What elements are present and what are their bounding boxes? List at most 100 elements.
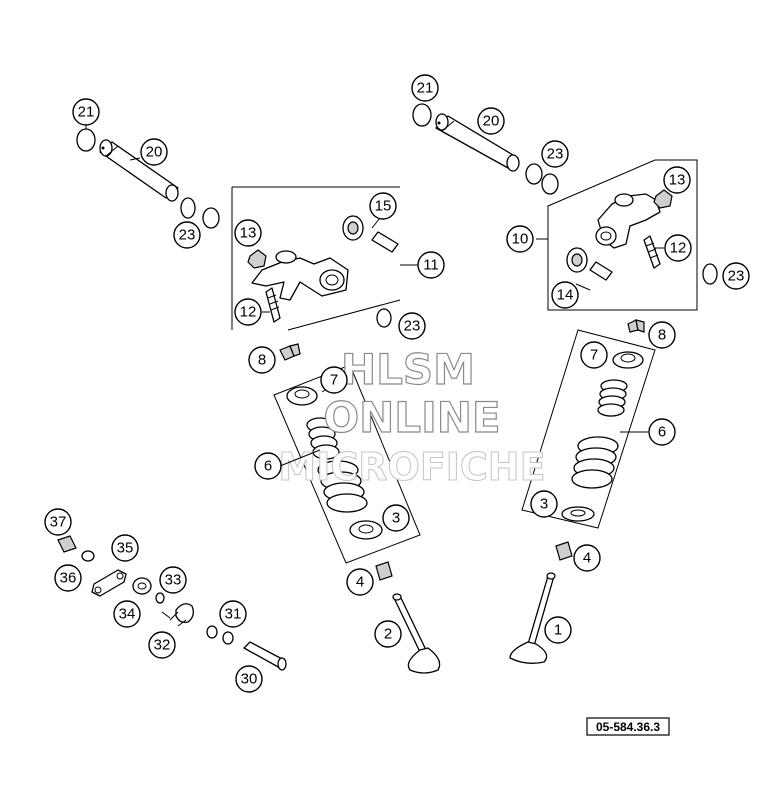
cotters-8-left (279, 343, 301, 361)
spring-seat-3-right (561, 506, 595, 522)
svg-text:8: 8 (258, 352, 266, 369)
svg-text:6: 6 (264, 458, 272, 475)
valve-spring-6-right (571, 379, 628, 489)
callout-2: 2 (374, 620, 402, 648)
left-shaft-group (76, 128, 418, 331)
svg-text:23: 23 (728, 268, 745, 285)
valve-seal-4-right (555, 541, 573, 561)
callout-37: 37 (44, 508, 72, 536)
svg-text:33: 33 (165, 572, 182, 589)
callout-35: 35 (111, 534, 139, 562)
callout-23-right-b: 23 (722, 262, 750, 290)
watermark-line-3: MICROFICHE (278, 445, 545, 489)
svg-text:23: 23 (404, 318, 421, 335)
spring-retainer-7-right (612, 351, 644, 369)
callout-20-left: 20 (140, 138, 168, 166)
spring-seat-3-left (349, 520, 383, 540)
right-valve-group (509, 319, 656, 664)
svg-text:10: 10 (512, 231, 529, 248)
callout-12-right: 12 (664, 234, 692, 262)
callout-14: 14 (551, 281, 579, 309)
svg-text:20: 20 (483, 113, 500, 130)
callouts: 21 20 23 15 13 11 12 23 8 7 6 3 4 2 21 2… (44, 74, 750, 693)
callout-23-right-a: 23 (541, 140, 569, 168)
reference-code-box: 05-584.36.3 (586, 717, 670, 736)
callout-33: 33 (159, 566, 187, 594)
right-shaft-group (412, 103, 718, 311)
nut-13-right (653, 189, 673, 209)
callout-3-right: 3 (530, 490, 558, 518)
o-ring-23-left-b (202, 207, 220, 229)
callout-6-left: 6 (254, 452, 282, 480)
callout-8-left: 8 (248, 346, 276, 374)
svg-text:13: 13 (669, 172, 686, 189)
callout-4-left: 4 (346, 568, 374, 596)
washer-36 (81, 550, 95, 562)
svg-text:1: 1 (554, 622, 562, 639)
callout-23-left-a: 23 (173, 221, 201, 249)
svg-text:6: 6 (658, 424, 666, 441)
o-ring-31-b (222, 631, 234, 645)
svg-text:2: 2 (384, 626, 392, 643)
svg-text:15: 15 (375, 198, 392, 215)
svg-text:21: 21 (78, 104, 95, 121)
callout-7-right: 7 (580, 341, 608, 369)
callout-36: 36 (54, 564, 82, 592)
rocker-shaft-20-right (435, 113, 520, 172)
roller-14 (566, 247, 613, 281)
callout-34: 34 (113, 600, 141, 628)
svg-text:13: 13 (240, 225, 257, 242)
callout-12-left: 12 (234, 298, 262, 326)
reference-code: 05-584.36.3 (596, 720, 660, 734)
callout-1: 1 (544, 616, 572, 644)
decompressor-group (57, 535, 287, 671)
svg-text:4: 4 (583, 550, 591, 567)
callout-7-left: 7 (320, 366, 348, 394)
circlip-33 (155, 592, 165, 604)
callout-21-right: 21 (411, 74, 439, 102)
o-ring-23-left-c (376, 308, 392, 328)
svg-text:23: 23 (547, 146, 564, 163)
intake-valve-1 (509, 572, 556, 664)
watermark-line-2: ONLINE (323, 393, 500, 442)
svg-text:20: 20 (146, 144, 163, 161)
callout-13-right: 13 (663, 166, 691, 194)
callout-21-left: 21 (72, 98, 100, 126)
valve-seal-4-left (375, 561, 393, 581)
watermark: HLSM ONLINE MICROFICHE (278, 344, 546, 489)
callout-30: 30 (235, 665, 263, 693)
callout-10: 10 (506, 225, 534, 253)
exhaust-valve-2 (392, 593, 441, 674)
washer-34 (132, 577, 152, 595)
svg-text:12: 12 (240, 304, 257, 321)
callout-13-left: 13 (234, 219, 262, 247)
svg-text:8: 8 (658, 327, 666, 344)
svg-text:11: 11 (423, 257, 439, 274)
adjust-screw-12-right (643, 235, 661, 269)
callout-31: 31 (219, 600, 247, 628)
svg-text:32: 32 (154, 637, 171, 654)
watermark-line-1: HLSM (341, 345, 475, 394)
svg-text:14: 14 (557, 287, 574, 304)
callout-8-right: 8 (648, 321, 676, 349)
svg-text:35: 35 (117, 540, 134, 557)
o-ring-21-left (76, 128, 96, 152)
rocker-shaft-20-left (99, 139, 179, 202)
svg-text:3: 3 (392, 510, 400, 527)
adjust-screw-12-left (265, 287, 281, 323)
svg-text:21: 21 (417, 80, 434, 97)
callout-15: 15 (369, 192, 397, 220)
spring-32 (169, 603, 194, 627)
callout-32: 32 (148, 631, 176, 659)
roller-15 (342, 215, 399, 253)
o-ring-21-right (412, 103, 432, 127)
callout-3-left: 3 (382, 504, 410, 532)
rocker-arm-10 (595, 193, 661, 249)
o-ring-23-left-a (180, 197, 196, 219)
callout-23-left-b: 23 (398, 312, 426, 340)
svg-text:7: 7 (590, 347, 598, 364)
svg-text:12: 12 (670, 240, 687, 257)
callout-20-right: 20 (477, 107, 505, 135)
screw-37 (57, 535, 77, 553)
